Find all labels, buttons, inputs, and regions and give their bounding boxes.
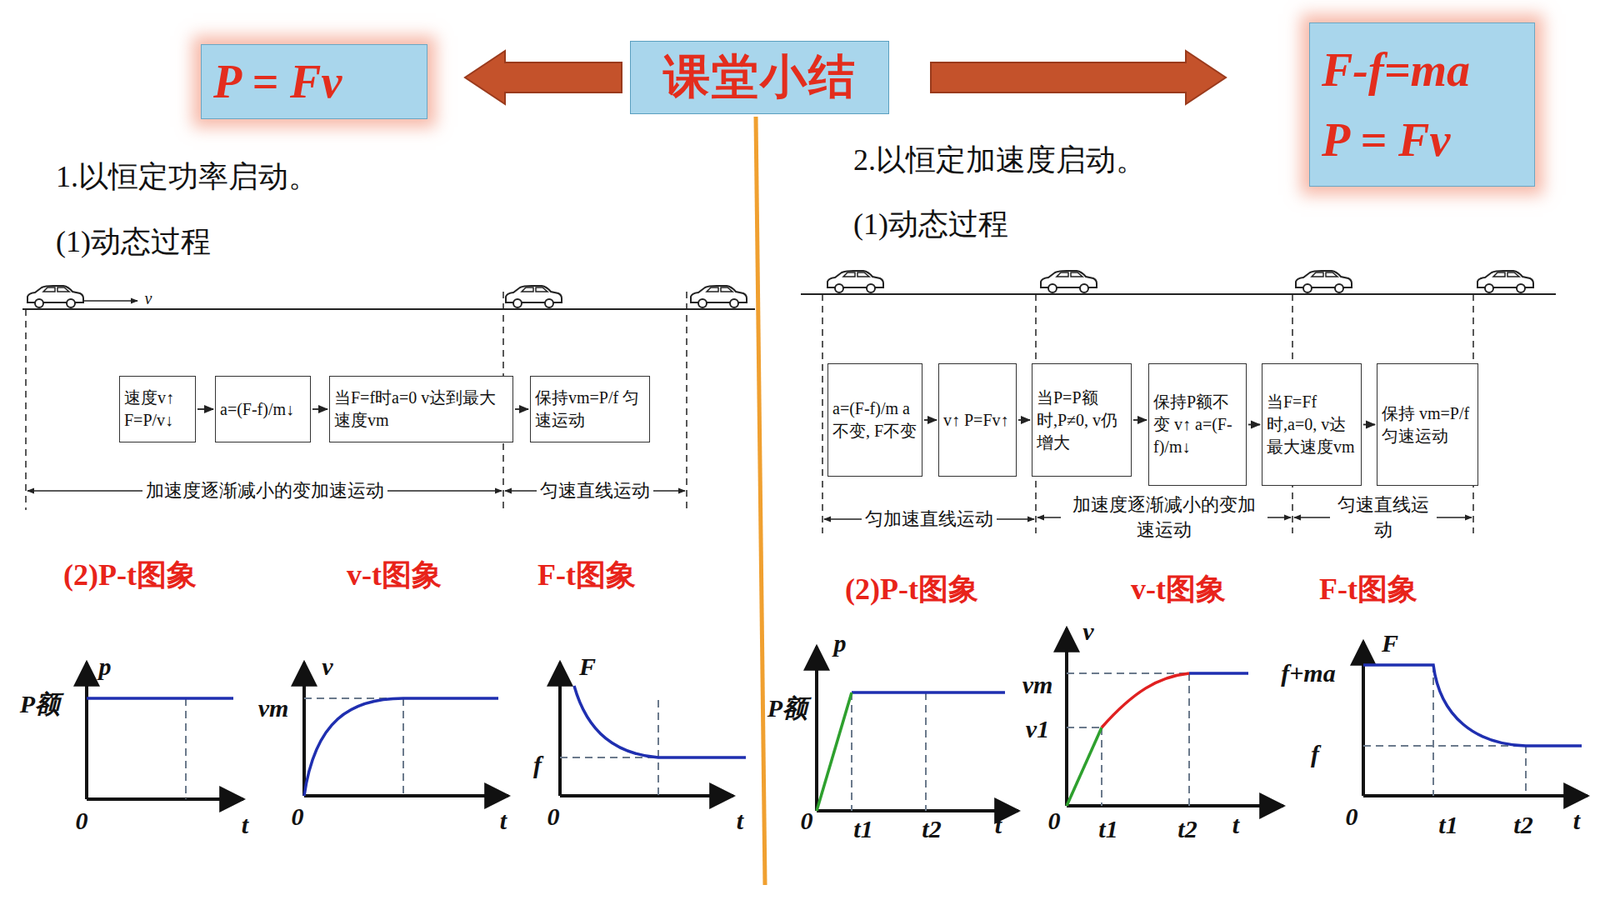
connector [1363, 424, 1375, 425]
node-text: 保持 vm=P/f 匀速运动 [1381, 402, 1474, 448]
axis-label: f [1310, 740, 1320, 769]
process-box: a=(F-f)/m a不变, F不变 [827, 363, 923, 477]
car [1295, 270, 1352, 293]
process-box: 当F=Ff时,a=0, v达最大速度vm [1261, 363, 1362, 486]
divider [755, 116, 765, 885]
connector [930, 50, 1226, 105]
section-heading: 2.以恒定加速度启动。 [853, 140, 1146, 181]
axis-label: f [533, 750, 542, 780]
axis-label: 0 [1345, 802, 1359, 831]
axis-label: t2 [1513, 810, 1533, 840]
axis-label: 0 [547, 802, 560, 831]
process-box: 保持 vm=P/f 匀速运动 [1376, 363, 1479, 486]
axis-label: 0 [1048, 806, 1061, 835]
axis-label: P额 [20, 687, 60, 722]
car [505, 285, 562, 308]
section-heading: (1)动态过程 [55, 221, 211, 263]
connector [924, 420, 937, 421]
axis-label: t1 [1438, 810, 1458, 840]
process-box: 当P=P额时,P≠0, v仍增大 [1031, 363, 1132, 477]
node-text: 当F=f时a=0 v达到最大速度vm [334, 386, 509, 432]
title-box: 课堂小结 [630, 40, 890, 115]
car [1040, 270, 1097, 293]
axis-label: 0 [291, 802, 305, 831]
phase-label: 匀速直线运动 [1330, 492, 1437, 543]
node-text: a=(F-f)/m↓ [220, 398, 306, 421]
phase-label: 加速度逐渐减小的变加速运动 [1060, 492, 1268, 543]
axis-label: t1 [853, 815, 873, 844]
axis-label: t [736, 806, 744, 835]
graph-heading: F-t图象 [1319, 569, 1418, 610]
process-box: 速度v↑ F=P/v↓ [119, 375, 196, 443]
node-text: 课堂小结 [663, 45, 857, 110]
phase-label: 匀加速直线运动 [861, 506, 997, 532]
graph-heading: (2)P-t图象 [845, 569, 979, 610]
formula-box: P = Fv [200, 44, 428, 120]
axis-label: p [99, 652, 112, 681]
node-text: 当F=Ff时,a=0, v达最大速度vm [1266, 390, 1357, 459]
connector [1018, 420, 1030, 421]
connector [515, 409, 529, 410]
node-text: 当P=P额时,P≠0, v仍增大 [1036, 386, 1127, 455]
process-box: 保持P额不变 v↑ a=(F-f)/m↓ [1148, 363, 1247, 486]
graph-heading: (2)P-t图象 [63, 555, 197, 596]
graph-heading: v-t图象 [346, 555, 442, 596]
axis-label: t [500, 806, 507, 835]
connector [197, 409, 214, 410]
node-text: F-f=ma [1321, 35, 1523, 105]
axis-label: F [1381, 629, 1399, 658]
car [27, 285, 84, 308]
connector [312, 409, 328, 410]
phase-label: 加速度逐渐减小的变加速运动 [142, 478, 388, 504]
node-text: a=(F-f)/m a不变, F不变 [832, 397, 918, 443]
car [1477, 270, 1534, 293]
axis-label: t [1573, 806, 1580, 835]
node-text: 保持P额不变 v↑ a=(F-f)/m↓ [1153, 390, 1242, 459]
axis-label: 0 [75, 806, 89, 835]
node-text: v↑ P=Fv↑ [943, 409, 1012, 432]
axis-label: f+ma [1280, 659, 1335, 688]
axis-label: t1 [1098, 815, 1118, 844]
axis-label: t [1232, 810, 1240, 840]
connector [465, 50, 622, 105]
formula-box: F-f=maP = Fv [1309, 22, 1535, 187]
process-box: 当F=f时a=0 v达到最大速度vm [329, 375, 514, 443]
axis-label: vm [1022, 670, 1054, 700]
process-box: v↑ P=Fv↑ [938, 363, 1017, 477]
axis-label: P额 [767, 691, 808, 726]
velocity-label: v [145, 289, 153, 309]
graph-heading: F-t图象 [537, 555, 636, 596]
graphs [86, 628, 1588, 811]
phase-label: 匀速直线运动 [536, 478, 654, 504]
road-left [22, 291, 755, 510]
axis-label: v1 [1025, 715, 1050, 744]
process-box: 保持vm=P/f 匀速运动 [530, 375, 650, 443]
axis-label: t2 [1177, 815, 1197, 844]
node-text: 速度v↑ F=P/v↓ [124, 386, 191, 432]
node-text: 保持vm=P/f 匀速运动 [535, 386, 645, 432]
axis-label: t2 [921, 815, 941, 844]
car [827, 270, 884, 293]
axis-label: F [579, 652, 596, 681]
axis-label: vm [258, 694, 290, 723]
axis-label: t [995, 810, 1002, 840]
axis-label: 0 [800, 806, 814, 835]
axis-label: v [321, 652, 333, 681]
connector [1133, 420, 1147, 421]
section-heading: 1.以恒定功率启动。 [55, 156, 319, 198]
axis-label: t [241, 810, 249, 840]
car [690, 285, 747, 308]
axis-label: v [1082, 617, 1094, 646]
connector [1248, 424, 1260, 425]
section-heading: (1)动态过程 [853, 204, 1009, 245]
node-text: P = Fv [213, 46, 415, 117]
node-text: P = Fv [1321, 105, 1523, 175]
axis-label: p [834, 629, 847, 658]
graph-heading: v-t图象 [1130, 569, 1226, 610]
process-box: a=(F-f)/m↓ [215, 375, 311, 443]
